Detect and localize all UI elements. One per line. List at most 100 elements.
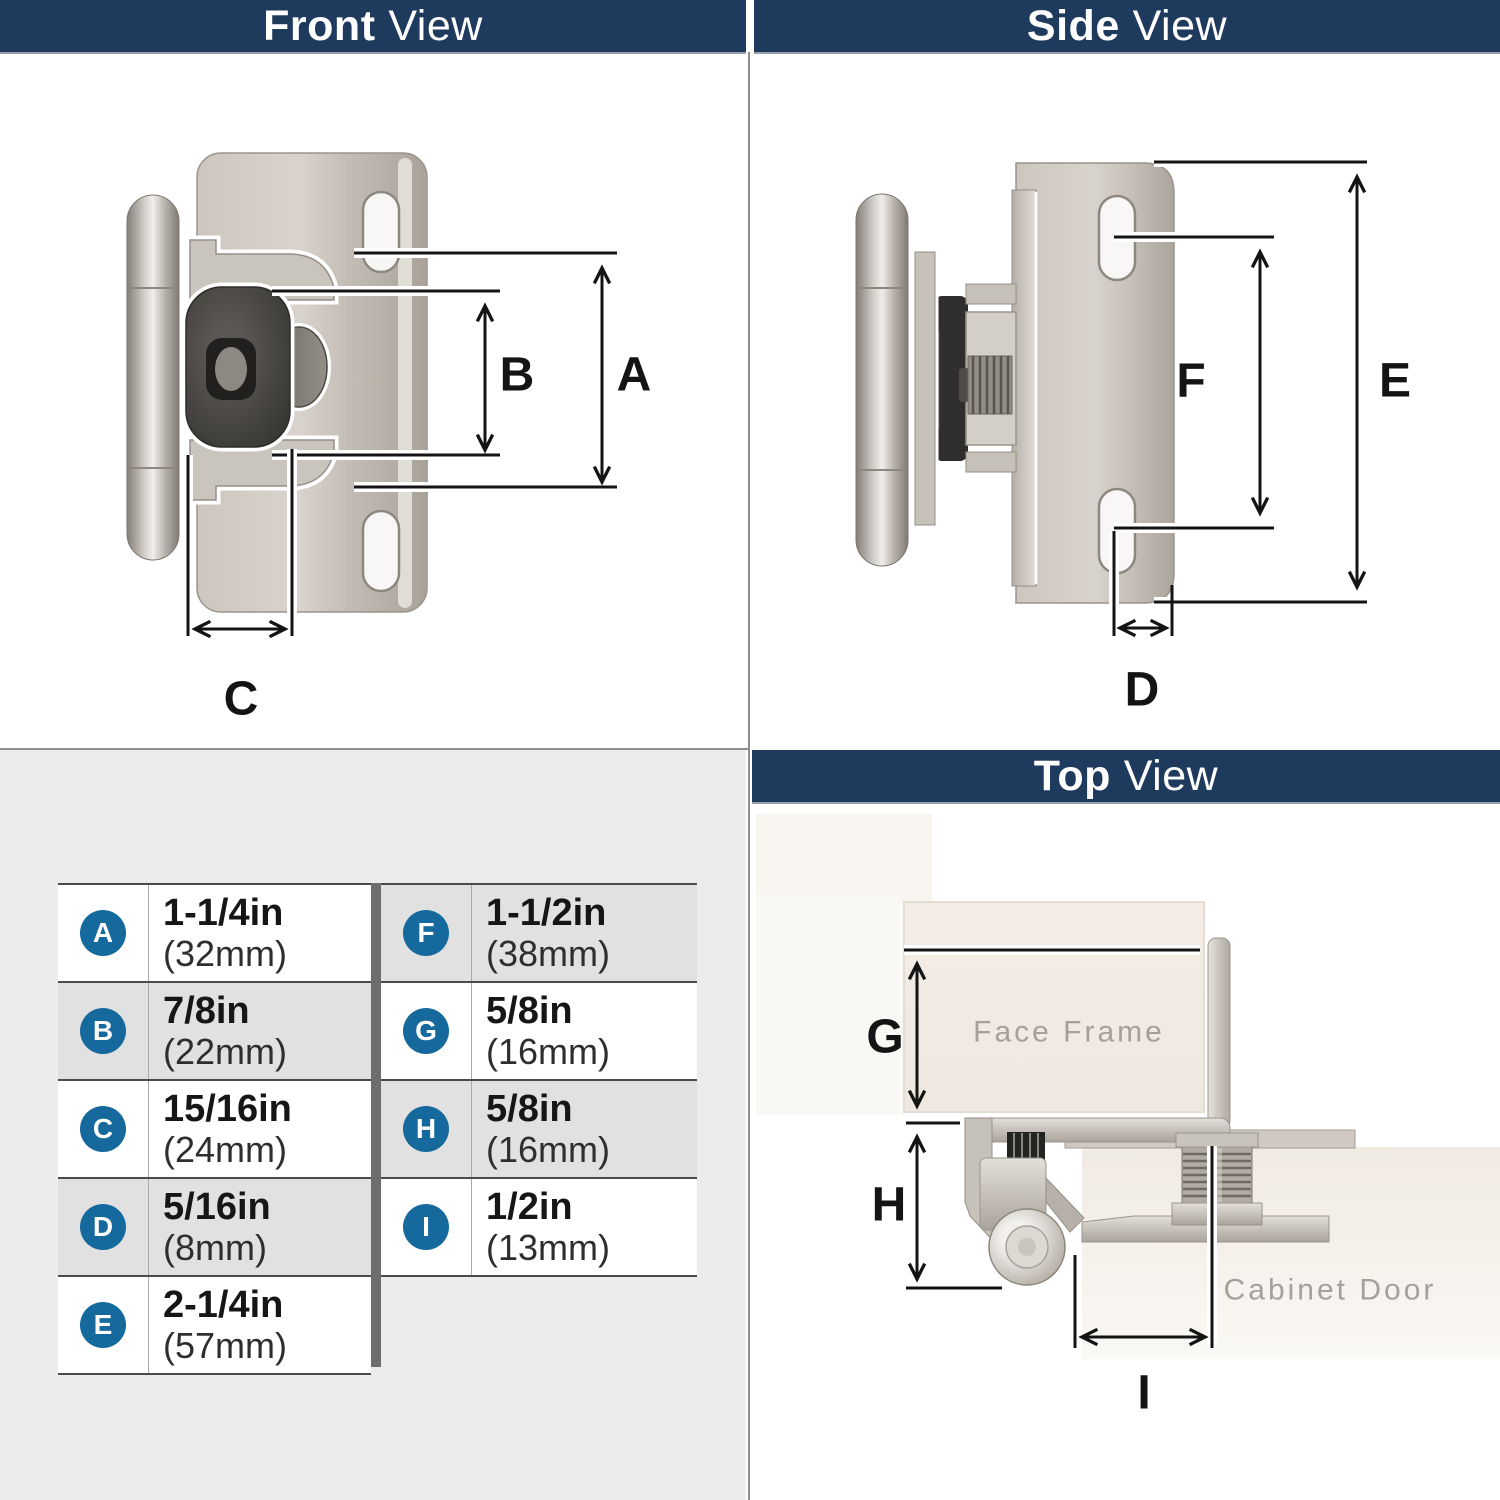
dimension-key-badge: B	[80, 1008, 126, 1054]
cam-edge-dark	[934, 296, 968, 461]
housing-tab-bottom	[965, 451, 1017, 473]
dimension-table-right: F 1-1/2in (38mm) G 5/8in (16mm) H 5/8in …	[381, 883, 697, 1277]
dim-label-d: D	[1125, 664, 1160, 717]
dimension-value-metric: (38mm)	[486, 933, 610, 975]
dimension-value-inches: 1/2in	[486, 1185, 573, 1228]
faded-frame-block-left	[756, 895, 904, 1115]
hinge-barrel	[126, 194, 180, 561]
dimension-row: A 1-1/4in (32mm)	[58, 883, 371, 981]
top-view-title-rest: View	[1123, 751, 1219, 800]
dimension-value-inches: 5/8in	[486, 1087, 573, 1130]
dimension-key-badge: H	[403, 1106, 449, 1152]
dimension-key-cell: A	[58, 885, 149, 981]
dimension-row: G 5/8in (16mm)	[381, 981, 697, 1079]
dimension-key-cell: H	[381, 1081, 472, 1177]
dimension-value-cell: 1-1/4in (32mm)	[149, 885, 371, 981]
cam-hole-center	[215, 347, 247, 391]
dimension-row: E 2-1/4in (57mm)	[58, 1275, 371, 1375]
dimension-value-inches: 5/8in	[486, 989, 573, 1032]
dim-label-c: C	[224, 673, 259, 726]
cabinet-door-label: Cabinet Door	[1224, 1274, 1437, 1307]
dimension-value-cell: 2-1/4in (57mm)	[149, 1277, 371, 1373]
dimension-table-left: A 1-1/4in (32mm) B 7/8in (22mm) C 15/16i…	[58, 883, 371, 1375]
dimension-value-inches: 15/16in	[163, 1087, 292, 1130]
dimension-row: H 5/8in (16mm)	[381, 1079, 697, 1177]
screw-top-flange	[1175, 1132, 1259, 1148]
dimension-key-cell: C	[58, 1081, 149, 1177]
face-frame-label: Face Frame	[973, 1016, 1165, 1049]
dimension-key-badge: F	[403, 910, 449, 956]
hinge-back-plate	[1015, 162, 1175, 604]
screw-tip	[959, 368, 969, 402]
dimension-value-cell: 5/16in (8mm)	[149, 1179, 371, 1275]
hinge-leaf-edge	[914, 251, 936, 526]
dimension-value-cell: 1-1/2in (38mm)	[472, 885, 697, 981]
mounting-slot-bottom	[361, 509, 401, 593]
dimension-value-metric: (8mm)	[163, 1227, 267, 1269]
side-view-title-bold: Side	[1026, 1, 1120, 50]
housing-tab-top	[965, 283, 1017, 305]
dimension-row: F 1-1/2in (38mm)	[381, 883, 697, 981]
hinge-barrel	[855, 193, 909, 567]
door-mounting-plate	[1081, 1215, 1330, 1243]
dimension-value-inches: 5/16in	[163, 1185, 271, 1228]
dimension-row: I 1/2in (13mm)	[381, 1177, 697, 1277]
side-view-drawing: E F D	[855, 157, 1411, 717]
dimension-value-metric: (57mm)	[163, 1325, 287, 1367]
dimension-value-cell: 1/2in (13mm)	[472, 1179, 697, 1275]
top-view-title-bold: Top	[1033, 751, 1111, 800]
mounting-slot-top	[361, 190, 401, 274]
hinge-strap	[1045, 1176, 1085, 1233]
dimension-key-badge: D	[80, 1204, 126, 1250]
table-divider-bar	[371, 883, 381, 1367]
plate-fold-highlight	[398, 158, 412, 608]
dimension-key-cell: I	[381, 1179, 472, 1275]
spring-coil-lines	[1013, 1133, 1039, 1159]
dimension-value-inches: 1-1/2in	[486, 891, 607, 934]
dimension-key-badge: E	[80, 1302, 126, 1348]
dimension-key-cell: E	[58, 1277, 149, 1373]
dim-label-b: B	[500, 349, 535, 402]
dimension-row: D 5/16in (8mm)	[58, 1177, 371, 1275]
dim-label-h: H	[872, 1179, 907, 1232]
dimension-value-metric: (32mm)	[163, 933, 287, 975]
front-view-title-rest: View	[388, 1, 483, 50]
dimension-value-inches: 1-1/4in	[163, 891, 284, 934]
dimension-key-badge: C	[80, 1106, 126, 1152]
dimension-key-cell: B	[58, 983, 149, 1079]
pivot-barrel-center	[1018, 1238, 1036, 1256]
dimension-key-badge: I	[403, 1204, 449, 1250]
dimension-row: B 7/8in (22mm)	[58, 981, 371, 1079]
dimensions-panel: A 1-1/4in (32mm) B 7/8in (22mm) C 15/16i…	[0, 750, 746, 1500]
dimension-key-badge: G	[403, 1008, 449, 1054]
face-frame-block	[903, 901, 1205, 1113]
dim-label-g: G	[866, 1011, 903, 1064]
top-view-drawing: Face Frame Cabinet Door	[756, 814, 1500, 1420]
dimension-key-badge: A	[80, 910, 126, 956]
screw-threads	[971, 356, 1010, 414]
front-view-title-bold: Front	[263, 1, 376, 50]
faded-frame-block-top	[756, 814, 932, 906]
dim-label-a: A	[617, 349, 652, 402]
dimension-value-cell: 15/16in (24mm)	[149, 1081, 371, 1177]
dim-label-f: F	[1176, 355, 1205, 408]
dim-label-e: E	[1379, 355, 1411, 408]
quadrant-divider-horizontal	[0, 748, 748, 750]
dimension-value-metric: (16mm)	[486, 1031, 610, 1073]
dimension-value-metric: (16mm)	[486, 1129, 610, 1171]
dimension-row: C 15/16in (24mm)	[58, 1079, 371, 1177]
front-view-drawing: A B C	[126, 152, 652, 726]
adjustment-screw	[967, 355, 1013, 415]
dimension-key-cell: F	[381, 885, 472, 981]
side-view-title-rest: View	[1132, 1, 1228, 50]
dimension-key-cell: G	[381, 983, 472, 1079]
frame-edge-plate	[1207, 937, 1231, 1129]
dimension-value-metric: (22mm)	[163, 1031, 287, 1073]
